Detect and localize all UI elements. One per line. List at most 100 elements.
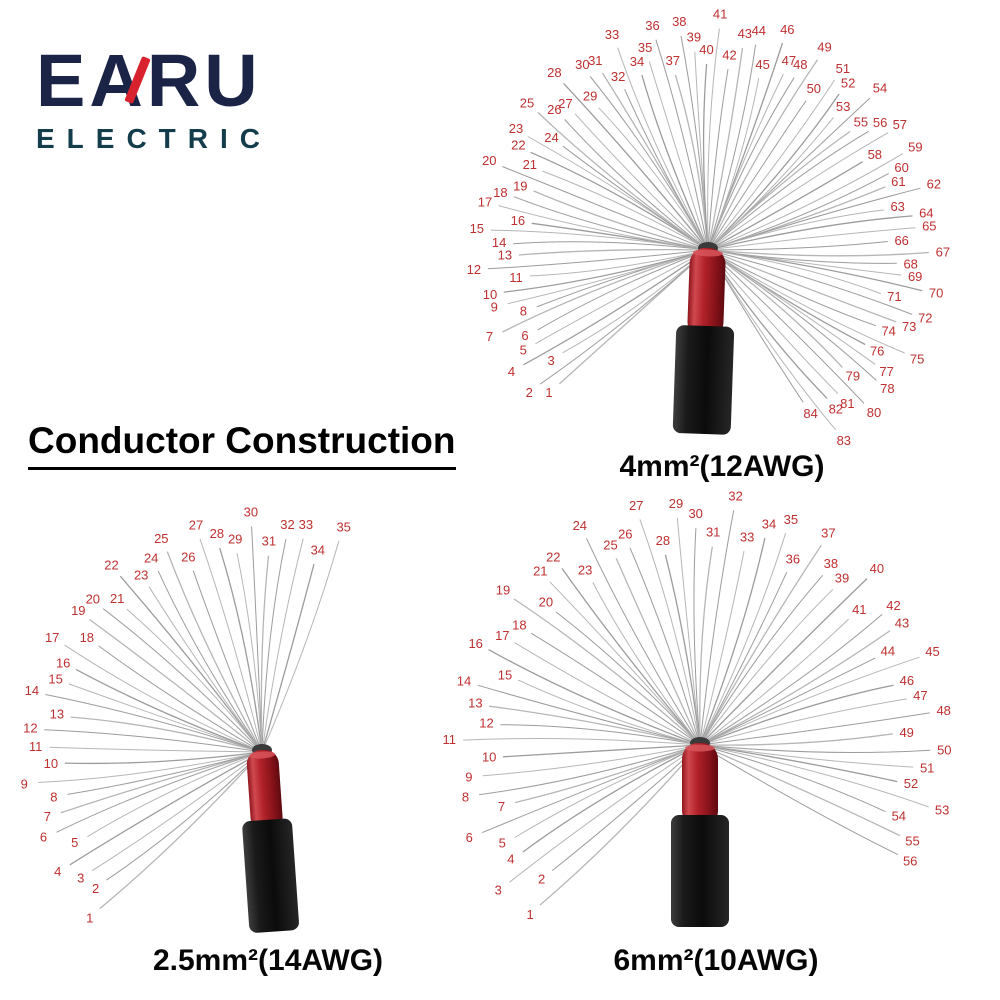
strand-number: 25 <box>520 96 534 111</box>
strand-number: 26 <box>181 550 195 565</box>
strand-line <box>513 241 709 251</box>
strand-number: 39 <box>835 571 849 586</box>
strand-line <box>699 578 868 746</box>
strand-number: 33 <box>299 517 313 532</box>
strand-line <box>67 751 263 795</box>
strand-number: 84 <box>803 406 817 421</box>
strand-number: 57 <box>893 117 907 132</box>
strand-number: 28 <box>656 533 670 548</box>
strand-line <box>509 744 701 883</box>
strand-number: 5 <box>499 836 506 851</box>
strand-line <box>38 751 263 783</box>
strand-number: 16 <box>511 213 525 228</box>
strand-number: 53 <box>935 803 949 818</box>
strand-number: 17 <box>45 630 59 645</box>
strand-number: 29 <box>228 531 242 546</box>
strand-number: 12 <box>467 262 481 277</box>
outer-sheath <box>671 815 729 927</box>
strand-number: 3 <box>495 882 502 897</box>
strand-number: 18 <box>493 185 507 200</box>
inner-insulation <box>687 247 726 339</box>
strand-number: 7 <box>44 809 51 824</box>
strand-line <box>699 618 849 746</box>
strand-line <box>514 744 701 804</box>
strand-line <box>648 61 709 251</box>
strand-line <box>707 153 904 251</box>
strand-number: 13 <box>468 696 482 711</box>
strand-number: 15 <box>470 221 484 236</box>
strand-line <box>537 111 709 251</box>
strand-line <box>261 563 315 753</box>
strand-number: 20 <box>86 591 100 606</box>
strand-number: 22 <box>104 557 118 572</box>
strand-number: 6 <box>521 328 528 343</box>
strand-number: 48 <box>793 57 807 72</box>
strand-number: 30 <box>688 506 702 521</box>
strand-number: 27 <box>558 96 572 111</box>
strand-line <box>498 205 709 251</box>
strand-line <box>707 73 784 251</box>
strand-number: 23 <box>578 563 592 578</box>
strand-number: 32 <box>728 489 742 504</box>
strand-line <box>513 196 709 251</box>
strand-number: 69 <box>908 269 922 284</box>
strand-number: 35 <box>638 40 652 55</box>
strand-line <box>530 151 709 251</box>
strand-number: 43 <box>738 26 752 41</box>
strand-line <box>655 39 709 251</box>
outer-sheath <box>242 818 299 933</box>
section-title: Conductor Construction <box>28 420 456 470</box>
strand-number: 26 <box>618 527 632 542</box>
strand-number: 38 <box>824 556 838 571</box>
strand-number: 21 <box>533 564 547 579</box>
strand-line <box>699 510 735 746</box>
insulation-cap <box>249 751 276 759</box>
strand-number: 21 <box>110 591 124 606</box>
strand-number: 30 <box>575 57 589 72</box>
strand-number: 10 <box>483 287 497 302</box>
strand-line <box>699 656 920 746</box>
strand-line <box>707 79 835 251</box>
strand-line <box>119 575 263 753</box>
strand-number: 55 <box>905 833 919 848</box>
strand-number: 71 <box>887 289 901 304</box>
strand-number: 22 <box>511 138 525 153</box>
strand-number: 16 <box>56 656 70 671</box>
strand-line <box>514 744 701 838</box>
strand-number: 35 <box>784 512 798 527</box>
strand-number: 2 <box>526 385 533 400</box>
strand-number: 42 <box>886 598 900 613</box>
strand-number: 46 <box>900 673 914 688</box>
insulation-cap <box>692 249 723 257</box>
strand-line <box>624 88 709 251</box>
strand-line <box>693 528 701 746</box>
strand-line <box>192 570 263 753</box>
strand-line <box>530 632 701 746</box>
wire-label-2-5mm: 2.5mm²(14AWG) <box>152 944 384 977</box>
strand-number: 14 <box>492 235 506 250</box>
strand-number: 20 <box>482 153 496 168</box>
strand-line <box>564 119 709 251</box>
strand-line <box>261 538 304 753</box>
strand-line <box>522 744 701 853</box>
strand-line <box>707 249 843 368</box>
strand-line <box>106 751 263 881</box>
strand-number: 14 <box>457 674 471 689</box>
strand-line <box>699 733 893 746</box>
strand-number: 13 <box>50 707 64 722</box>
strand-number: 44 <box>881 644 895 659</box>
strand-line <box>500 724 701 746</box>
strand-line <box>707 132 889 251</box>
strand-line <box>615 557 701 746</box>
strand-number: 72 <box>918 311 932 326</box>
strand-number: 70 <box>929 285 943 300</box>
cable-body <box>672 247 735 435</box>
strand-number: 9 <box>21 776 28 791</box>
strand-number: 8 <box>520 303 527 318</box>
strand-line <box>517 679 701 746</box>
strand-number: 14 <box>25 683 39 698</box>
strand-number: 59 <box>908 139 922 154</box>
brand-letter-a: A <box>89 39 147 122</box>
strand-number: 25 <box>603 537 617 552</box>
